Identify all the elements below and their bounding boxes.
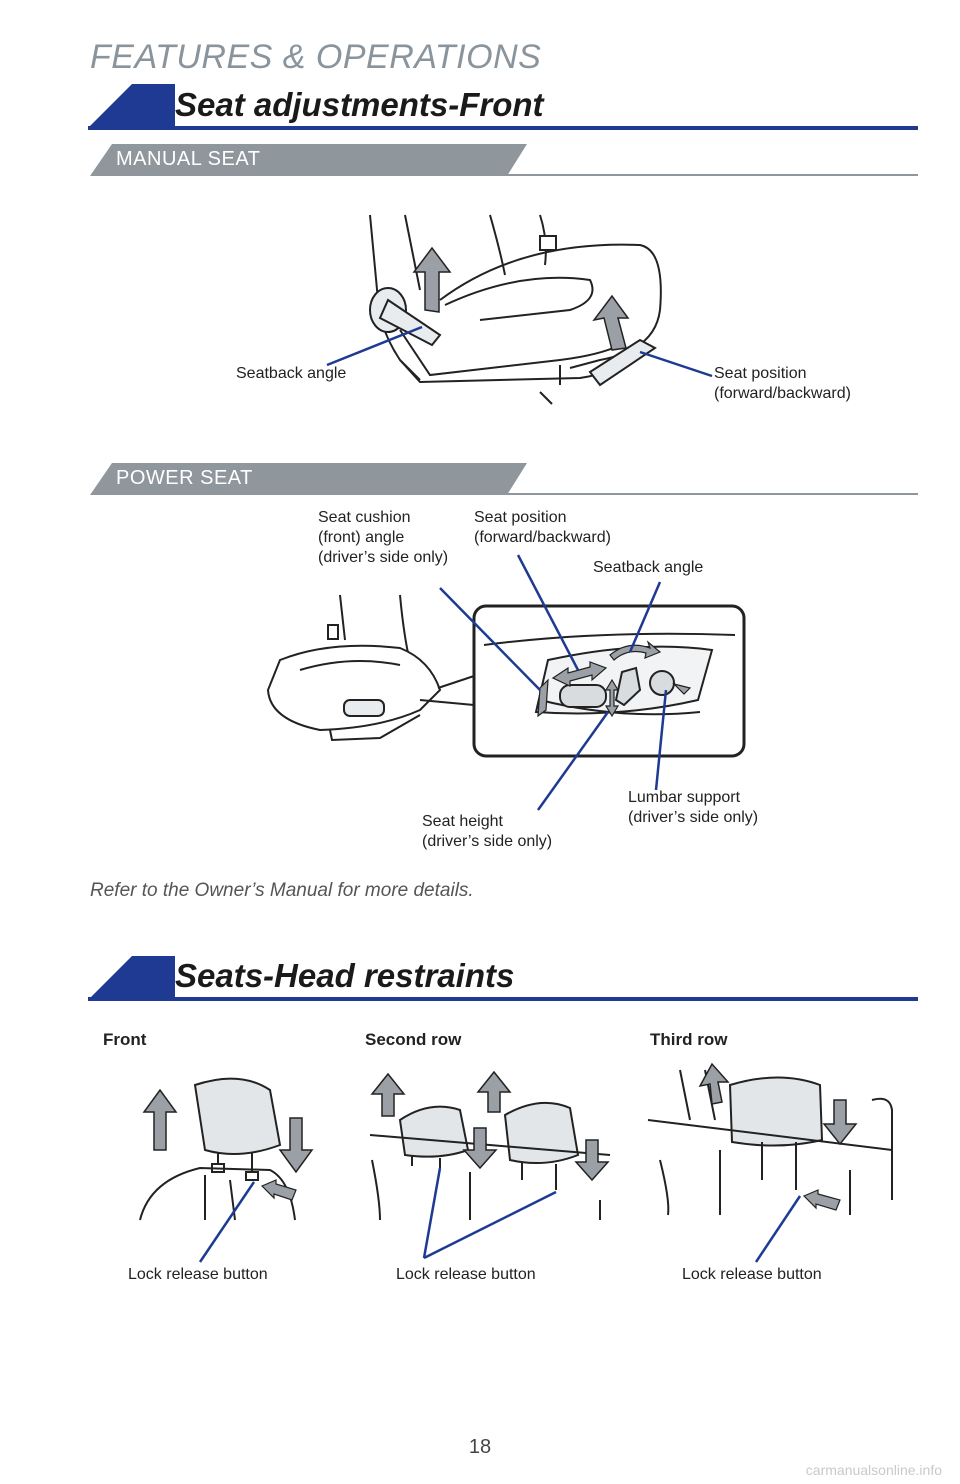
leader-lock-third	[754, 1195, 802, 1263]
label-power-cushion-angle: Seat cushion (front) angle (driver’s sid…	[318, 509, 449, 566]
label-manual-seat-position: Seat position (forward/backward)	[714, 365, 851, 402]
heading-band-head-restraints	[88, 956, 918, 1001]
heading-seat-adjustments: Seat adjustments-Front	[175, 86, 544, 123]
label-power-seatback-angle: Seatback angle	[593, 559, 704, 576]
leader-power-position	[516, 554, 580, 671]
arrow-up-third	[698, 1062, 730, 1105]
leader-lock-second-a	[422, 1167, 442, 1259]
arrow-up-seatback-manual	[412, 246, 452, 313]
arrow-down-second-left	[462, 1127, 498, 1170]
headrest-third-illustration	[647, 1069, 893, 1216]
heading-head-restraints: Seats-Head restraints	[175, 957, 515, 994]
owners-manual-note: Refer to the Owner’s Manual for more det…	[90, 880, 474, 901]
arrow-up-second-left	[370, 1072, 406, 1117]
leader-lock-front	[198, 1181, 256, 1263]
label-power-seat-position: Seat position (forward/backward)	[474, 509, 611, 546]
power-switch-panel	[483, 632, 736, 716]
heading-band-seat-adjust	[88, 84, 918, 130]
label-manual-seatback-angle: Seatback angle	[236, 365, 347, 382]
headrest-second-illustration	[369, 1101, 611, 1221]
arrow-down-front	[278, 1117, 314, 1174]
leader-power-cushion	[439, 587, 541, 691]
arrow-height-power	[604, 678, 620, 718]
arrow-lumbar-power	[672, 682, 692, 695]
leader-lock-second-b	[423, 1190, 557, 1260]
arrow-lock-third	[802, 1189, 841, 1211]
arrow-down-third	[822, 1099, 858, 1146]
page-number: 18	[468, 1436, 492, 1458]
subheading-manual-seat: MANUAL SEAT	[116, 148, 261, 170]
subheading-power-seat: POWER SEAT	[116, 467, 253, 489]
manual-seat-illustration	[369, 214, 662, 405]
power-seat-illustration	[266, 594, 475, 742]
arrow-position-power	[551, 661, 608, 687]
section-title: FEATURES & OPERATIONS	[90, 38, 542, 76]
arrow-up-position-manual	[592, 294, 630, 351]
column-title-third-row: Third row	[650, 1030, 728, 1049]
leader-power-seatback	[628, 581, 662, 653]
label-power-lumbar-support: Lumbar support (driver’s side only)	[628, 789, 759, 826]
leader-manual-position	[639, 350, 713, 378]
column-title-second-row: Second row	[365, 1030, 462, 1049]
arrow-up-front	[142, 1088, 178, 1151]
arrow-lock-front	[260, 1179, 297, 1201]
leader-manual-seatback	[326, 325, 423, 367]
arrow-down-second-right	[574, 1139, 610, 1182]
watermark: carmanualsonline.info	[805, 1462, 942, 1478]
column-title-front: Front	[103, 1030, 147, 1049]
sub-band-manual	[90, 144, 918, 176]
label-power-seat-height: Seat height (driver’s side only)	[422, 813, 553, 850]
arrow-seatback-power	[609, 640, 662, 661]
leader-power-lumbar	[654, 689, 668, 791]
label-lock-release-third: Lock release button	[682, 1266, 822, 1283]
sub-band-power	[90, 463, 918, 495]
label-lock-release-second: Lock release button	[396, 1266, 536, 1283]
label-lock-release-front: Lock release button	[128, 1266, 268, 1283]
leader-power-height	[536, 711, 610, 811]
arrow-up-second-right	[476, 1070, 512, 1113]
